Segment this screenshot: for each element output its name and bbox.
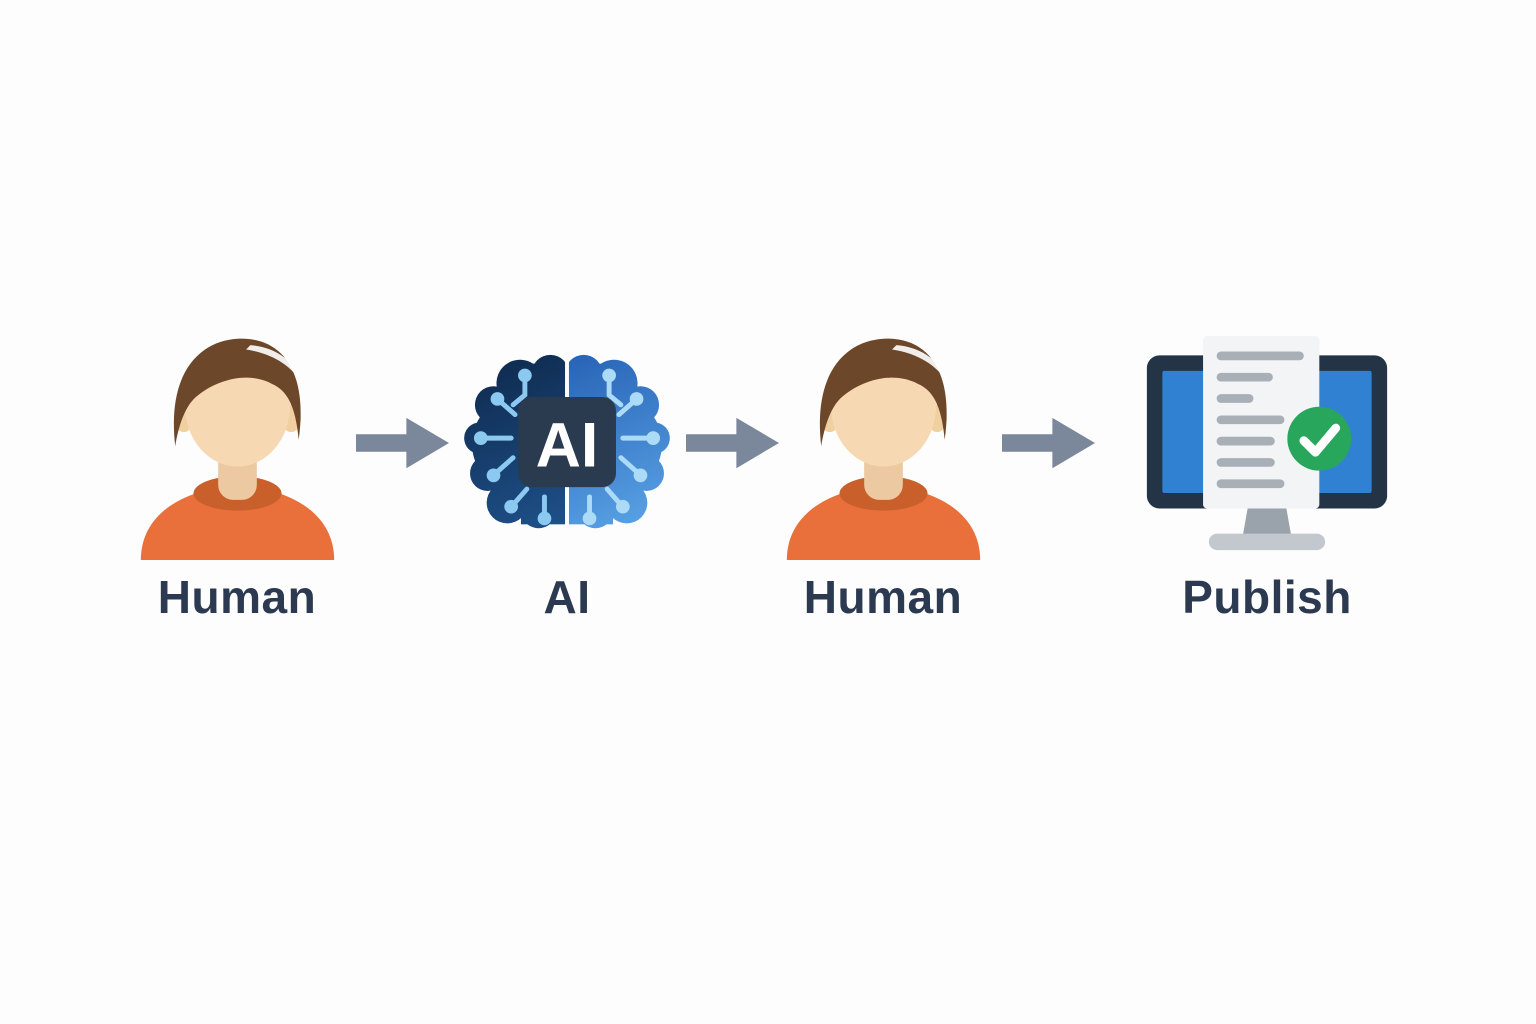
step-ai: AI AI [449,328,685,623]
ai-chip-text: AI [536,411,599,481]
ai-brain-icon-svg: AI [464,353,670,535]
arrow-right-icon [685,417,779,469]
person-avatar-icon-svg [786,338,980,560]
check-icon [1299,423,1341,457]
ai-chip [518,396,616,488]
ai-brain-icon: AI [464,328,670,560]
person-avatar-icon [776,328,991,560]
arrow-right-icon [355,417,449,469]
monitor-document-check-icon [1141,328,1393,560]
step-human-1: Human [119,328,355,623]
step-label-ai: AI [543,571,591,623]
monitor-stand [1242,507,1292,536]
check-badge [1287,406,1352,471]
flow-arrow-2 [685,412,779,474]
flow-arrow-3 [1001,412,1095,474]
step-label-human-2: Human [803,571,963,623]
flow-arrow-1 [355,412,449,474]
person-avatar-icon [130,328,345,560]
step-label-human-1: Human [157,571,317,623]
monitor-base [1208,533,1326,550]
step-label-publish: Publish [1182,571,1352,623]
monitor-document-check-icon-svg [1146,335,1388,550]
step-publish: Publish [1137,328,1397,623]
arrow-right-icon [1001,417,1095,469]
document-text-lines [1216,351,1304,488]
step-human-2: Human [765,328,1001,623]
person-avatar-icon-svg [140,338,334,560]
workflow-diagram: Human [119,328,1397,623]
